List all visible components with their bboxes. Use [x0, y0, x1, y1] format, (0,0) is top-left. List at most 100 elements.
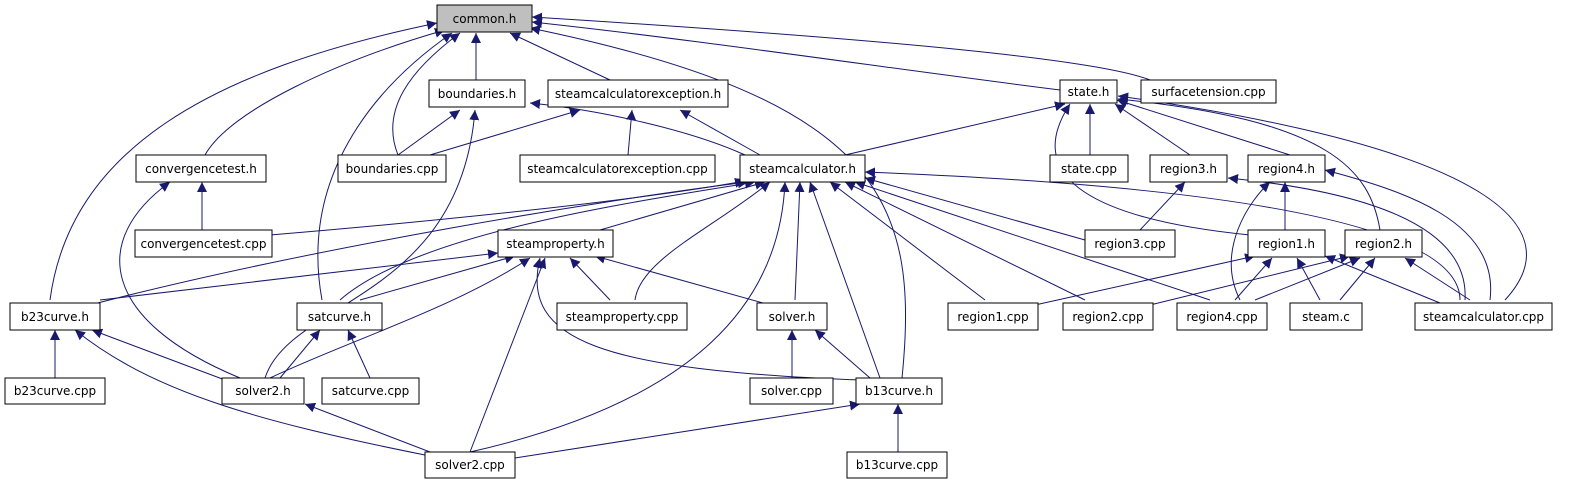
edge-steamcalculator_h-sce_h: [679, 109, 761, 156]
node-label: region4.h: [1258, 162, 1315, 176]
node-label: steamproperty.h: [506, 237, 604, 251]
node-label: b13curve.h: [865, 384, 933, 398]
node-region3-cpp[interactable]: region3.cpp: [1084, 229, 1176, 258]
node-convergencetest-h[interactable]: convergencetest.h: [135, 154, 267, 183]
node-state-h[interactable]: state.h: [1059, 79, 1118, 104]
edge-steamcalculator_cpp-region1_h: [1324, 255, 1441, 304]
node-common-h[interactable]: common.h: [436, 4, 533, 33]
edge-steamcalculator_cpp-steamcalculator_h: [864, 167, 1461, 301]
edge-solver2_h-b23curve_h: [91, 328, 226, 381]
node-label: region3.h: [1160, 162, 1217, 176]
node-b23curve-h[interactable]: b23curve.h: [9, 302, 101, 331]
edge-b23curve_h-steamproperty_h: [99, 249, 499, 301]
edge-region2_h-state_h: [1117, 95, 1381, 231]
edge-sce_cpp-sce_h: [626, 109, 637, 156]
edge-region4_h-state_h: [1116, 98, 1291, 156]
node-steamcalculator-cpp[interactable]: steamcalculator.cpp: [1414, 302, 1553, 331]
edge-boundaries_cpp-boundaries_h: [397, 109, 461, 156]
edge-region4_cpp-steamcalculator_h: [854, 180, 1211, 301]
node-boundaries-h[interactable]: boundaries.h: [428, 79, 526, 108]
edge-steamcalculator_cpp-region3_h: [1227, 174, 1466, 301]
node-label: surfacetension.cpp: [1151, 85, 1265, 99]
edge-region2_cpp-region2_h: [1149, 253, 1351, 306]
node-label: solver.h: [769, 310, 816, 324]
edge-region1_cpp-region1_h: [1034, 253, 1256, 306]
edge-solver2_h-boundaries_h: [264, 109, 480, 379]
node-b23curve-cpp[interactable]: b23curve.cpp: [4, 377, 106, 405]
node-solver2-h[interactable]: solver2.h: [221, 377, 305, 405]
node-region1-cpp[interactable]: region1.cpp: [947, 302, 1039, 331]
edge-convergencetest_h-common_h: [204, 27, 446, 156]
nodes: common.h boundaries.h steamcalculatorexc…: [4, 4, 1553, 479]
node-steamproperty-cpp[interactable]: steamproperty.cpp: [556, 302, 688, 331]
node-label: steamproperty.cpp: [566, 310, 679, 324]
node-label: convergencetest.h: [145, 162, 257, 176]
edge-solver2_cpp-b13curve_h: [514, 400, 861, 459]
node-label: steamcalculatorexception.cpp: [527, 162, 708, 176]
edge-b13curve_h-steamproperty_h: [532, 257, 861, 381]
node-label: solver.cpp: [761, 384, 822, 398]
node-steamcalculatorexception-h[interactable]: steamcalculatorexception.h: [547, 79, 729, 108]
edge-region3_cpp-region3_h: [1139, 181, 1186, 231]
edges: [49, 12, 1527, 459]
edge-steamproperty_cpp-steamcalculator_h: [634, 181, 771, 301]
edge-boundaries_cpp-sce_h: [429, 108, 581, 156]
edge-steamcalculator_h-boundaries_h: [529, 99, 746, 156]
node-boundaries-cpp[interactable]: boundaries.cpp: [337, 154, 447, 183]
node-region2-cpp[interactable]: region2.cpp: [1062, 302, 1154, 331]
node-steamcalculatorexception-cpp[interactable]: steamcalculatorexception.cpp: [519, 154, 716, 183]
edge-region4_cpp-region1_h: [1234, 257, 1273, 301]
node-label: region3.cpp: [1094, 237, 1165, 251]
node-label: region4.cpp: [1186, 310, 1257, 324]
node-solver2-cpp[interactable]: solver2.cpp: [424, 451, 516, 479]
node-label: common.h: [453, 12, 517, 26]
edge-region1_h-state_h: [1054, 103, 1251, 236]
edge-solver_h-steamproperty_h: [594, 253, 771, 306]
node-label: b13curve.cpp: [856, 458, 938, 472]
edge-satcurve_cpp-satcurve_h: [347, 329, 371, 379]
node-label: state.h: [1068, 85, 1110, 99]
edge-solver2_cpp-steamproperty_h: [469, 257, 547, 453]
edge-b23curve_h-common_h: [49, 20, 438, 301]
edge-steamcalculator_cpp-state_h: [1117, 92, 1527, 301]
node-label: region1.h: [1258, 237, 1315, 251]
node-steamproperty-h[interactable]: steamproperty.h: [497, 229, 614, 258]
edge-solver2_cpp-b23curve_h: [74, 329, 426, 456]
node-state-cpp[interactable]: state.cpp: [1049, 154, 1129, 183]
edge-satcurve_h-steamproperty_h: [359, 253, 516, 301]
edge-steamcalculator_cpp-region4_h: [1324, 167, 1492, 301]
node-solver-cpp[interactable]: solver.cpp: [749, 377, 834, 405]
node-label: solver2.h: [235, 384, 290, 398]
node-label: b23curve.h: [21, 310, 89, 324]
node-convergencetest-cpp[interactable]: convergencetest.cpp: [134, 229, 273, 258]
node-steamcalculator-h[interactable]: steamcalculator.h: [739, 154, 866, 183]
node-b13curve-h[interactable]: b13curve.h: [855, 377, 943, 405]
node-region4-cpp[interactable]: region4.cpp: [1176, 302, 1268, 331]
node-region3-h[interactable]: region3.h: [1149, 154, 1228, 183]
node-solver-h[interactable]: solver.h: [756, 302, 828, 331]
node-label: b23curve.cpp: [14, 384, 96, 398]
edge-region1_cpp-steamcalculator_h: [829, 181, 986, 301]
node-region1-h[interactable]: region1.h: [1247, 229, 1326, 258]
node-region4-h[interactable]: region4.h: [1247, 154, 1326, 183]
node-satcurve-h[interactable]: satcurve.h: [296, 302, 383, 331]
edge-solver2_cpp-steamcalculator_h: [469, 181, 790, 453]
edge-steamproperty_h-steamcalculator_h: [599, 179, 766, 231]
node-label: boundaries.h: [438, 87, 516, 101]
node-b13curve-cpp[interactable]: b13curve.cpp: [846, 451, 948, 479]
node-surfacetension-cpp[interactable]: surfacetension.cpp: [1140, 79, 1277, 104]
edge-state_h-common_h: [531, 18, 1061, 91]
edge-b23curve_h-steamcalculator_h: [89, 178, 749, 306]
node-label: steamcalculatorexception.h: [555, 87, 721, 101]
node-region2-h[interactable]: region2.h: [1344, 229, 1423, 258]
edge-satcurve_h-steamcalculator_h: [339, 178, 756, 301]
edge-solver_h-steamcalculator_h: [794, 181, 805, 301]
node-steam-c[interactable]: steam.c: [1289, 302, 1363, 331]
node-satcurve-cpp[interactable]: satcurve.cpp: [321, 377, 420, 405]
edge-b13curve_h-steamcalculator_h: [808, 181, 881, 379]
node-label: satcurve.cpp: [332, 384, 410, 398]
edge-region4_cpp-region2_h: [1254, 257, 1361, 301]
edge-region2_cpp-steamcalculator_h: [844, 181, 1086, 301]
edge-surfacetension_cpp-common_h: [531, 12, 1151, 81]
node-label: steamcalculator.h: [749, 162, 856, 176]
